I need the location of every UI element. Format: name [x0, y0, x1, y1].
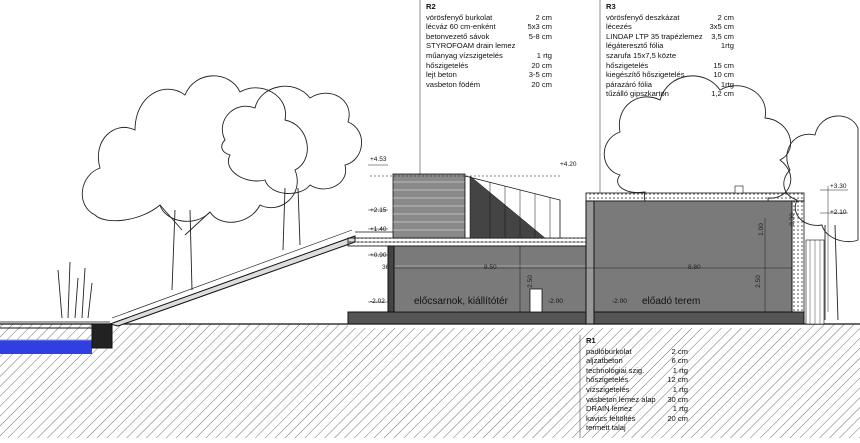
lobby-interior	[391, 245, 593, 313]
level-marker: +4.53	[370, 156, 387, 163]
dimension-label: 8.50	[484, 264, 497, 271]
tree-mid-canopy	[221, 85, 363, 194]
spec-r2-title: R2	[426, 2, 436, 11]
level-marker: -2.00	[612, 298, 627, 305]
ramp	[108, 235, 356, 327]
lobby-building	[347, 173, 595, 325]
pond-edge-wall	[91, 323, 113, 349]
hall-building	[585, 185, 825, 325]
dimension-label: 36	[382, 264, 390, 271]
level-marker: -2.00	[548, 298, 563, 305]
hall-left-wall	[585, 200, 595, 325]
lobby-floor-slab	[347, 311, 595, 325]
room-label-lobby: előcsarnok, kiállítótér	[414, 296, 508, 307]
ground-white-under-building	[348, 324, 806, 328]
reeds	[57, 261, 93, 319]
dimension-label: 2.50	[526, 275, 534, 288]
level-marker: +0.90	[370, 252, 387, 259]
hall-interior	[593, 200, 793, 313]
spec-r1-title: R1	[586, 336, 596, 345]
spec-row: termett talaj	[586, 423, 626, 433]
ground-hatch	[0, 324, 860, 438]
spec-row: szarufa 15x7,5 közte	[606, 50, 677, 60]
tree-mid-trunk	[282, 187, 301, 251]
spec-row: technológiai szig.1 rtg	[586, 365, 688, 375]
tree-left-trunk	[159, 204, 211, 291]
level-marker: +4.20	[560, 161, 577, 168]
hall-chimney	[734, 185, 744, 194]
level-marker: +3.30	[830, 183, 847, 190]
lobby-left-wall	[387, 245, 395, 313]
dimension-label: 2.50	[754, 275, 762, 288]
roof-dark-wedge	[469, 175, 546, 239]
dimension-label: 8.80	[688, 264, 701, 271]
hall-floor-slab	[593, 311, 805, 325]
level-marker: +2.10	[830, 209, 847, 216]
level-marker: +1.40	[370, 226, 387, 233]
spec-r3-title: R3	[606, 2, 616, 11]
dimension-label: 1.00	[757, 223, 765, 236]
level-marker: -2.02	[370, 298, 385, 305]
dimension-label: 0.30	[788, 213, 796, 226]
dimension-lines	[368, 0, 848, 438]
pond-water	[0, 340, 92, 354]
spec-row: STYROFOAM drain lemez	[426, 41, 516, 51]
level-marker: +2.15	[370, 207, 387, 214]
lobby-door	[529, 288, 543, 313]
room-label-hall: előadó terem	[642, 296, 701, 307]
tree-far-right-trunk	[824, 224, 839, 321]
hall-roof	[585, 192, 805, 202]
tree-left-canopy	[81, 75, 308, 223]
